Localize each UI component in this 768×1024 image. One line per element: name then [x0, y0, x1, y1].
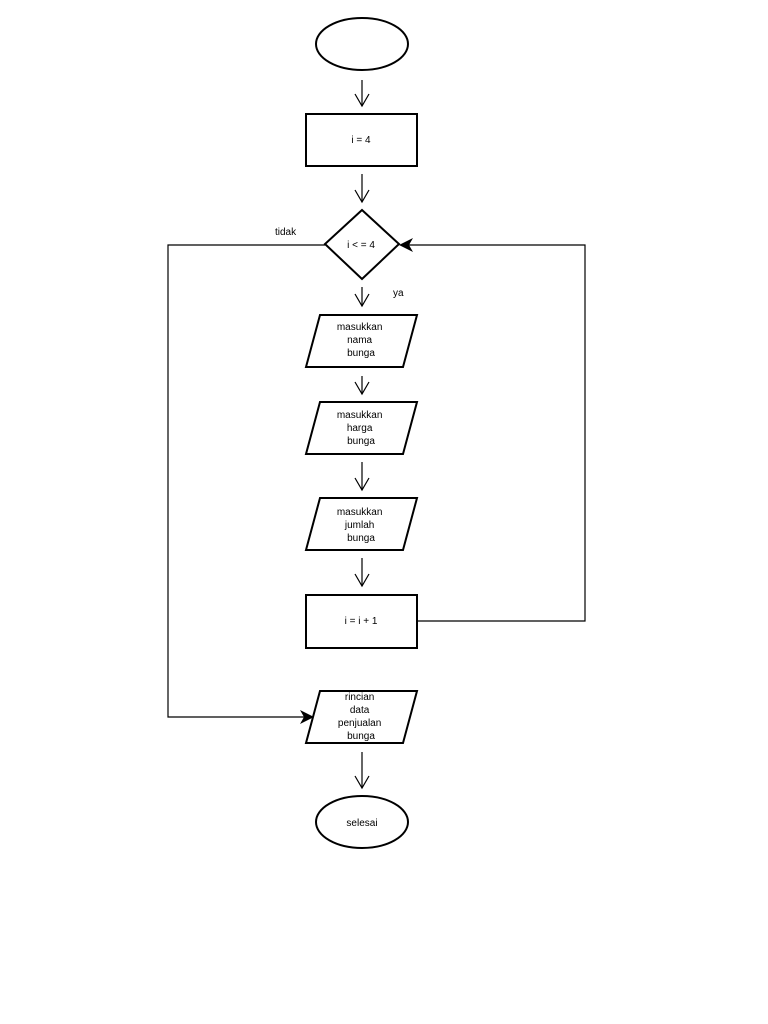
no-branch-connector: [167, 244, 325, 718]
condition-decision: [323, 208, 401, 281]
init-process: [305, 113, 418, 167]
input-price-line-2: harga: [347, 423, 373, 434]
input-price-line-3: bunga: [347, 436, 375, 447]
branch-label-no: tidak: [275, 227, 297, 238]
input-name-label: masukkan nama bunga: [337, 322, 385, 359]
increment-label: i = i + 1: [345, 616, 378, 627]
output-io: [304, 690, 419, 744]
branch-label-yes: ya: [393, 288, 404, 299]
input-qty-label: masukkan jumlah bunga: [337, 507, 385, 544]
condition-label: i < = 4: [347, 240, 375, 251]
init-label: i = 4: [351, 135, 371, 146]
input-price-line-1: masukkan: [337, 410, 383, 421]
input-price-label: masukkan harga bunga: [337, 410, 385, 447]
arrowhead-init-to-condition: [354, 189, 370, 204]
arrowhead-input-price-to-input-qty: [354, 477, 370, 492]
output-line-2: data: [350, 705, 370, 716]
input-name-line-2: nama: [347, 335, 372, 346]
input-qty-line-2: jumlah: [344, 520, 374, 531]
arrowhead-condition-to-input-name: [354, 293, 370, 308]
output-line-3: penjualan: [338, 718, 381, 729]
output-line-4: bunga: [347, 731, 375, 742]
arrowhead-start-to-init: [354, 93, 370, 108]
input-name-io: [304, 314, 419, 368]
arrowhead-loop-back: [399, 238, 413, 252]
input-qty-line-3: bunga: [347, 533, 375, 544]
input-name-line-3: bunga: [347, 348, 375, 359]
output-label: rincian data penjualan bunga: [338, 692, 384, 742]
arrowhead-output-to-end: [354, 775, 370, 790]
arrowhead-input-name-to-input-price: [354, 381, 370, 396]
input-qty-line-1: masukkan: [337, 507, 383, 518]
output-line-1: rincian: [345, 692, 374, 703]
arrowhead-no-branch: [300, 710, 314, 724]
end-label: selesai: [346, 818, 377, 829]
end-terminator: [315, 795, 409, 849]
input-qty-io: [304, 497, 419, 551]
increment-process: [305, 594, 418, 649]
arrowhead-input-qty-to-increment: [354, 573, 370, 588]
loop-back-connector: [405, 244, 586, 622]
start-terminator: [315, 17, 409, 71]
input-name-line-1: masukkan: [337, 322, 383, 333]
input-price-io: [304, 401, 419, 455]
